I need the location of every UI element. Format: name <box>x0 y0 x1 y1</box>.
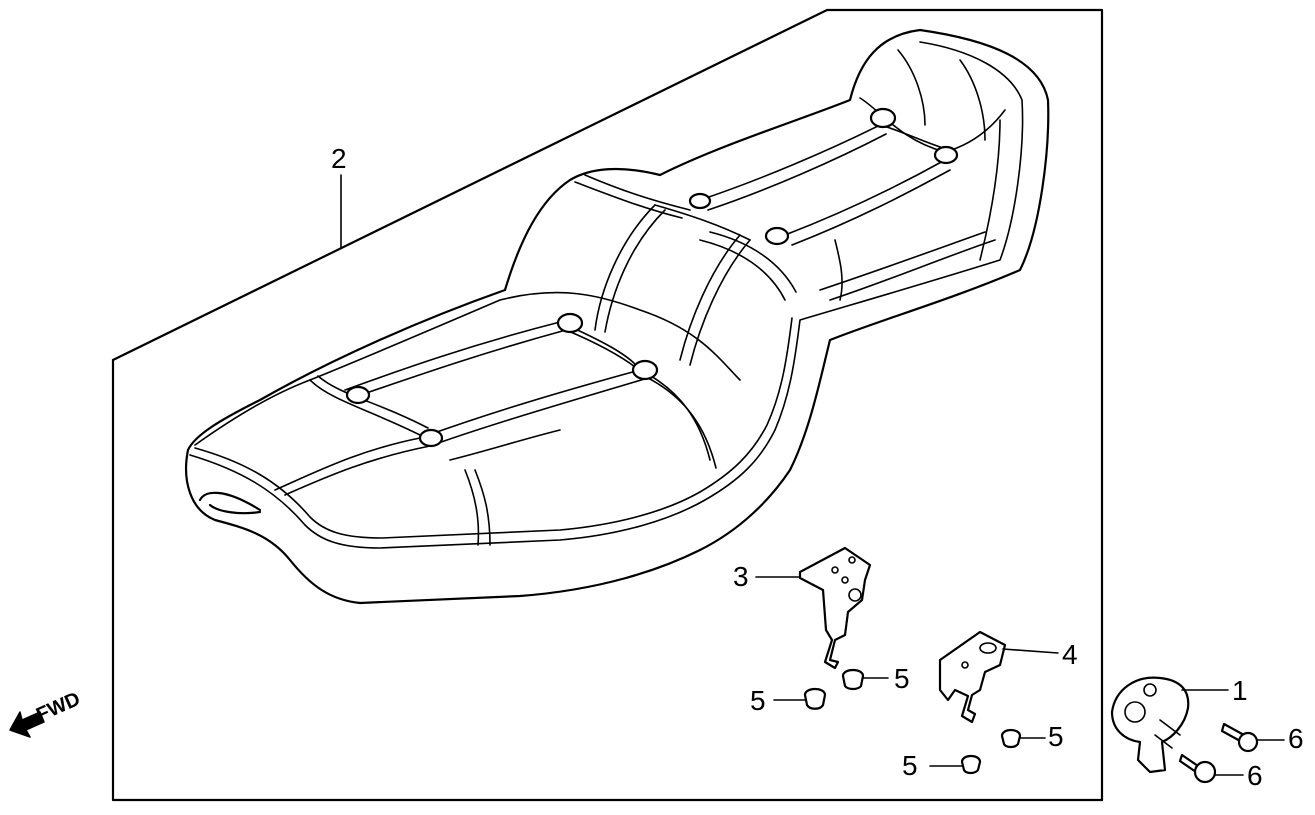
forward-label: FWD <box>33 688 84 727</box>
callout-part-5: 5 <box>902 750 918 781</box>
seat-lock <box>1110 676 1190 774</box>
bolt <box>1178 722 1259 784</box>
seat-button <box>869 107 897 129</box>
cushion-rubber <box>803 668 1022 775</box>
forward-arrow-icon <box>9 711 45 738</box>
callout-part-4: 4 <box>1062 639 1078 670</box>
callout-part-5: 5 <box>894 663 910 694</box>
seat-button <box>631 359 659 381</box>
seat-button <box>688 192 712 210</box>
seat-assembly <box>185 28 1050 605</box>
callout-part-6: 6 <box>1288 723 1304 754</box>
rear-bracket <box>938 630 1007 724</box>
seat-button <box>345 385 371 405</box>
callout-part-1: 1 <box>1232 675 1248 706</box>
callout-part-5: 5 <box>750 685 766 716</box>
callout-part-5: 5 <box>1048 721 1064 752</box>
seat-button <box>418 428 444 448</box>
callout-part-3: 3 <box>733 561 749 592</box>
front-bracket <box>798 546 872 670</box>
forward-direction-indicator: FWD <box>9 688 84 738</box>
diagram-panel-outline <box>111 8 1104 802</box>
seat-button <box>933 145 959 165</box>
leader-lines <box>340 174 1285 776</box>
seat-button <box>556 312 584 334</box>
callout-part-2: 2 <box>331 143 347 174</box>
callout-part-6: 6 <box>1247 760 1263 791</box>
seat-button <box>764 226 790 246</box>
